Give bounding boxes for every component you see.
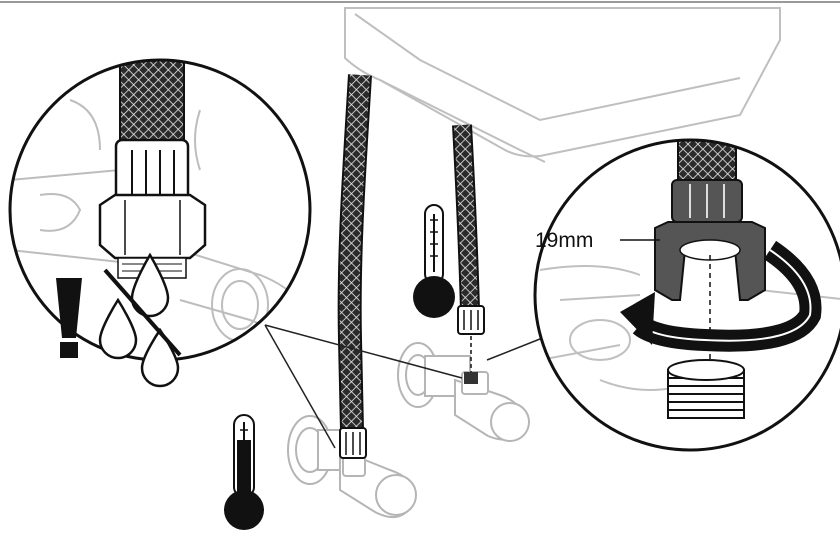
appliance-body <box>344 7 781 163</box>
cold-water-hose <box>452 124 485 384</box>
crossed-water-drops-icon <box>98 252 182 388</box>
rotate-arrow-icon <box>620 240 822 352</box>
leader-lines <box>264 324 546 449</box>
lower-tap-valve <box>287 415 417 519</box>
detail-circle-left <box>8 58 312 362</box>
cold-thermometer-icon <box>413 204 455 318</box>
wrench-size-label: 19mm <box>535 229 593 252</box>
hot-water-hose <box>337 74 372 459</box>
upper-tap-valve <box>397 342 530 442</box>
wrench-size-callout: 19mm <box>535 229 660 252</box>
exclamation-icon <box>56 278 82 358</box>
detail-circle-right <box>533 138 840 452</box>
hot-thermometer-icon <box>224 414 264 530</box>
